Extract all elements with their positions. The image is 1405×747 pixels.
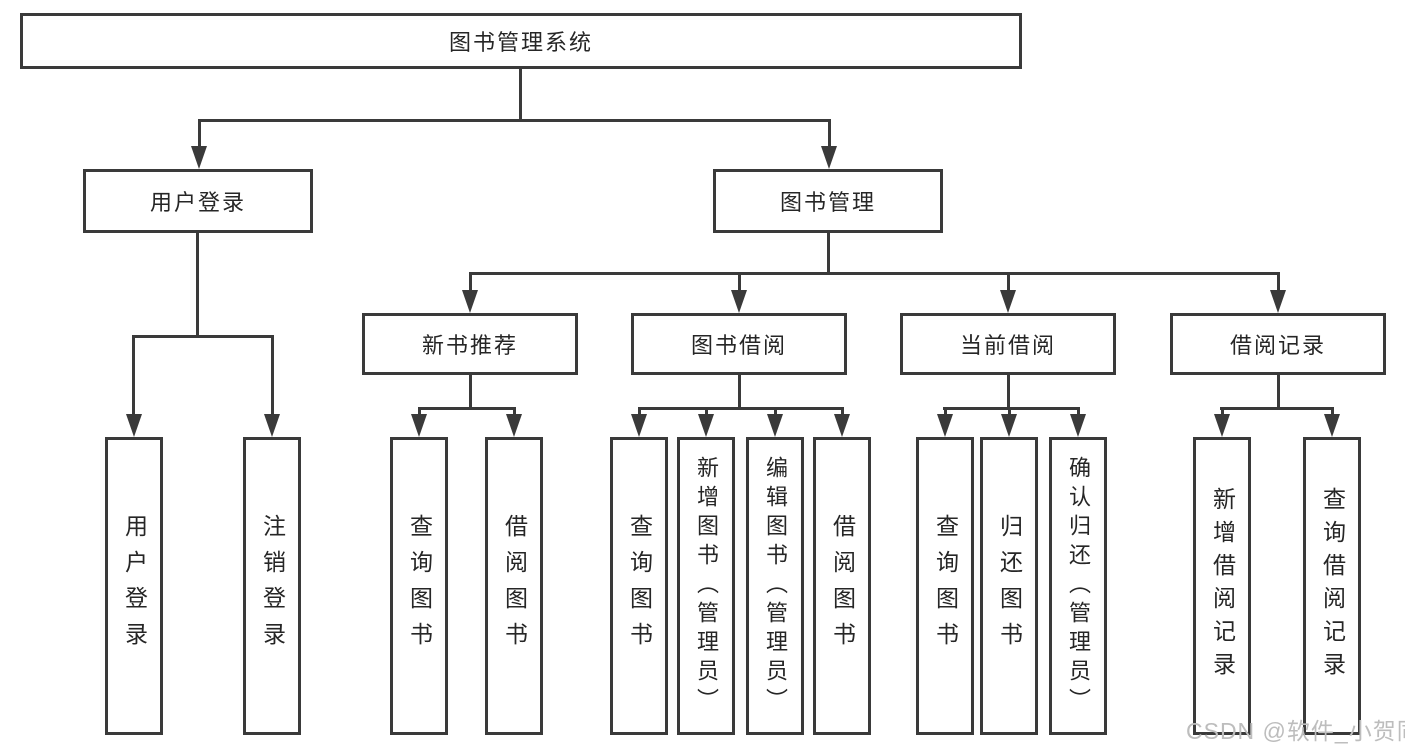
arrowhead-down-icon	[126, 414, 142, 437]
connector-line	[196, 233, 199, 335]
connector-line	[1331, 407, 1334, 419]
leaf-edit-books-admin: 编辑图书（管理员）	[746, 437, 804, 735]
leaf-logout-label: 注销登录	[259, 514, 286, 658]
arrowhead-down-icon	[411, 414, 427, 437]
leaf-add-borrow-record: 新增借阅记录	[1193, 437, 1251, 735]
connector-line	[1007, 272, 1010, 290]
connector-line	[198, 119, 831, 122]
node-current-borrowing: 当前借阅	[900, 313, 1116, 375]
node-book-management-label: 图书管理	[779, 190, 876, 215]
connector-line	[841, 407, 844, 419]
connector-line	[738, 375, 741, 407]
node-user-login: 用户登录	[83, 169, 313, 233]
connector-line	[1277, 375, 1280, 407]
connector-line	[827, 233, 830, 274]
leaf-query-books-recommend-label: 查询图书	[406, 514, 433, 658]
leaf-query-books-borrowing: 查询图书	[610, 437, 668, 735]
leaf-confirm-return-admin: 确认归还（管理员）	[1049, 437, 1107, 735]
node-borrowing-records-label: 借阅记录	[1229, 333, 1326, 358]
connector-line	[1007, 375, 1010, 407]
connector-line	[1221, 407, 1224, 419]
connector-line	[418, 407, 421, 419]
arrowhead-down-icon	[191, 146, 207, 169]
node-library-system-label: 图书管理系统	[448, 30, 593, 55]
arrowhead-down-icon	[631, 414, 647, 437]
leaf-add-borrow-record-label: 新增借阅记录	[1209, 487, 1236, 685]
arrowhead-down-icon	[462, 290, 478, 313]
connector-line	[132, 335, 135, 419]
connector-line	[638, 407, 844, 410]
connector-line	[469, 375, 472, 407]
leaf-borrow-books: 借阅图书	[813, 437, 871, 735]
leaf-user-login: 用户登录	[105, 437, 163, 735]
connector-line	[1077, 407, 1080, 419]
connector-line	[943, 407, 1079, 410]
connector-line	[513, 407, 516, 419]
leaf-confirm-return-admin-label: 确认归还（管理员）	[1066, 455, 1091, 717]
leaf-query-books-recommend: 查询图书	[390, 437, 448, 735]
node-library-system: 图书管理系统	[20, 13, 1022, 69]
node-book-management: 图书管理	[713, 169, 943, 233]
connector-line	[944, 407, 947, 419]
leaf-borrow-books-recommend-label: 借阅图书	[501, 514, 528, 658]
arrowhead-down-icon	[767, 414, 783, 437]
node-user-login-label: 用户登录	[149, 190, 246, 215]
connector-line	[519, 69, 522, 119]
arrowhead-down-icon	[731, 290, 747, 313]
leaf-query-borrow-record-label: 查询借阅记录	[1319, 487, 1346, 685]
connector-line	[774, 407, 777, 419]
leaf-return-books-label: 归还图书	[996, 514, 1023, 658]
arrowhead-down-icon	[698, 414, 714, 437]
leaf-return-books: 归还图书	[980, 437, 1038, 735]
arrowhead-down-icon	[1324, 414, 1340, 437]
leaf-query-books-borrowing-label: 查询图书	[626, 514, 653, 658]
leaf-logout: 注销登录	[243, 437, 301, 735]
node-book-borrowing: 图书借阅	[631, 313, 847, 375]
connector-line	[1008, 407, 1011, 419]
watermark: CSDN @软件_小贺同学	[1186, 718, 1405, 744]
arrowhead-down-icon	[834, 414, 850, 437]
node-borrowing-records: 借阅记录	[1170, 313, 1386, 375]
leaf-add-books-admin: 新增图书（管理员）	[677, 437, 735, 735]
node-new-book-recommendation-label: 新书推荐	[421, 333, 518, 358]
arrowhead-down-icon	[1070, 414, 1086, 437]
connector-line	[418, 407, 515, 410]
leaf-query-books-current-label: 查询图书	[932, 514, 959, 658]
leaf-borrow-books-label: 借阅图书	[829, 514, 856, 658]
connector-line	[469, 272, 1279, 275]
arrowhead-down-icon	[1214, 414, 1230, 437]
leaf-edit-books-admin-label: 编辑图书（管理员）	[763, 455, 788, 717]
arrowhead-down-icon	[937, 414, 953, 437]
arrowhead-down-icon	[1270, 290, 1286, 313]
arrowhead-down-icon	[1001, 414, 1017, 437]
node-book-borrowing-label: 图书借阅	[690, 333, 787, 358]
leaf-user-login-label: 用户登录	[121, 514, 148, 658]
arrowhead-down-icon	[1000, 290, 1016, 313]
connector-line	[828, 119, 831, 149]
connector-line	[638, 407, 641, 419]
arrowhead-down-icon	[264, 414, 280, 437]
connector-line	[133, 335, 274, 338]
node-new-book-recommendation: 新书推荐	[362, 313, 578, 375]
arrowhead-down-icon	[821, 146, 837, 169]
connector-line	[198, 119, 201, 149]
leaf-add-books-admin-label: 新增图书（管理员）	[694, 455, 719, 717]
connector-line	[738, 272, 741, 290]
connector-line	[1277, 272, 1280, 290]
leaf-query-borrow-record: 查询借阅记录	[1303, 437, 1361, 735]
connector-line	[1220, 407, 1333, 410]
arrowhead-down-icon	[506, 414, 522, 437]
connector-line	[469, 272, 472, 290]
connector-line	[705, 407, 708, 419]
leaf-borrow-books-recommend: 借阅图书	[485, 437, 543, 735]
connector-line	[271, 335, 274, 419]
node-current-borrowing-label: 当前借阅	[959, 333, 1056, 358]
leaf-query-books-current: 查询图书	[916, 437, 974, 735]
